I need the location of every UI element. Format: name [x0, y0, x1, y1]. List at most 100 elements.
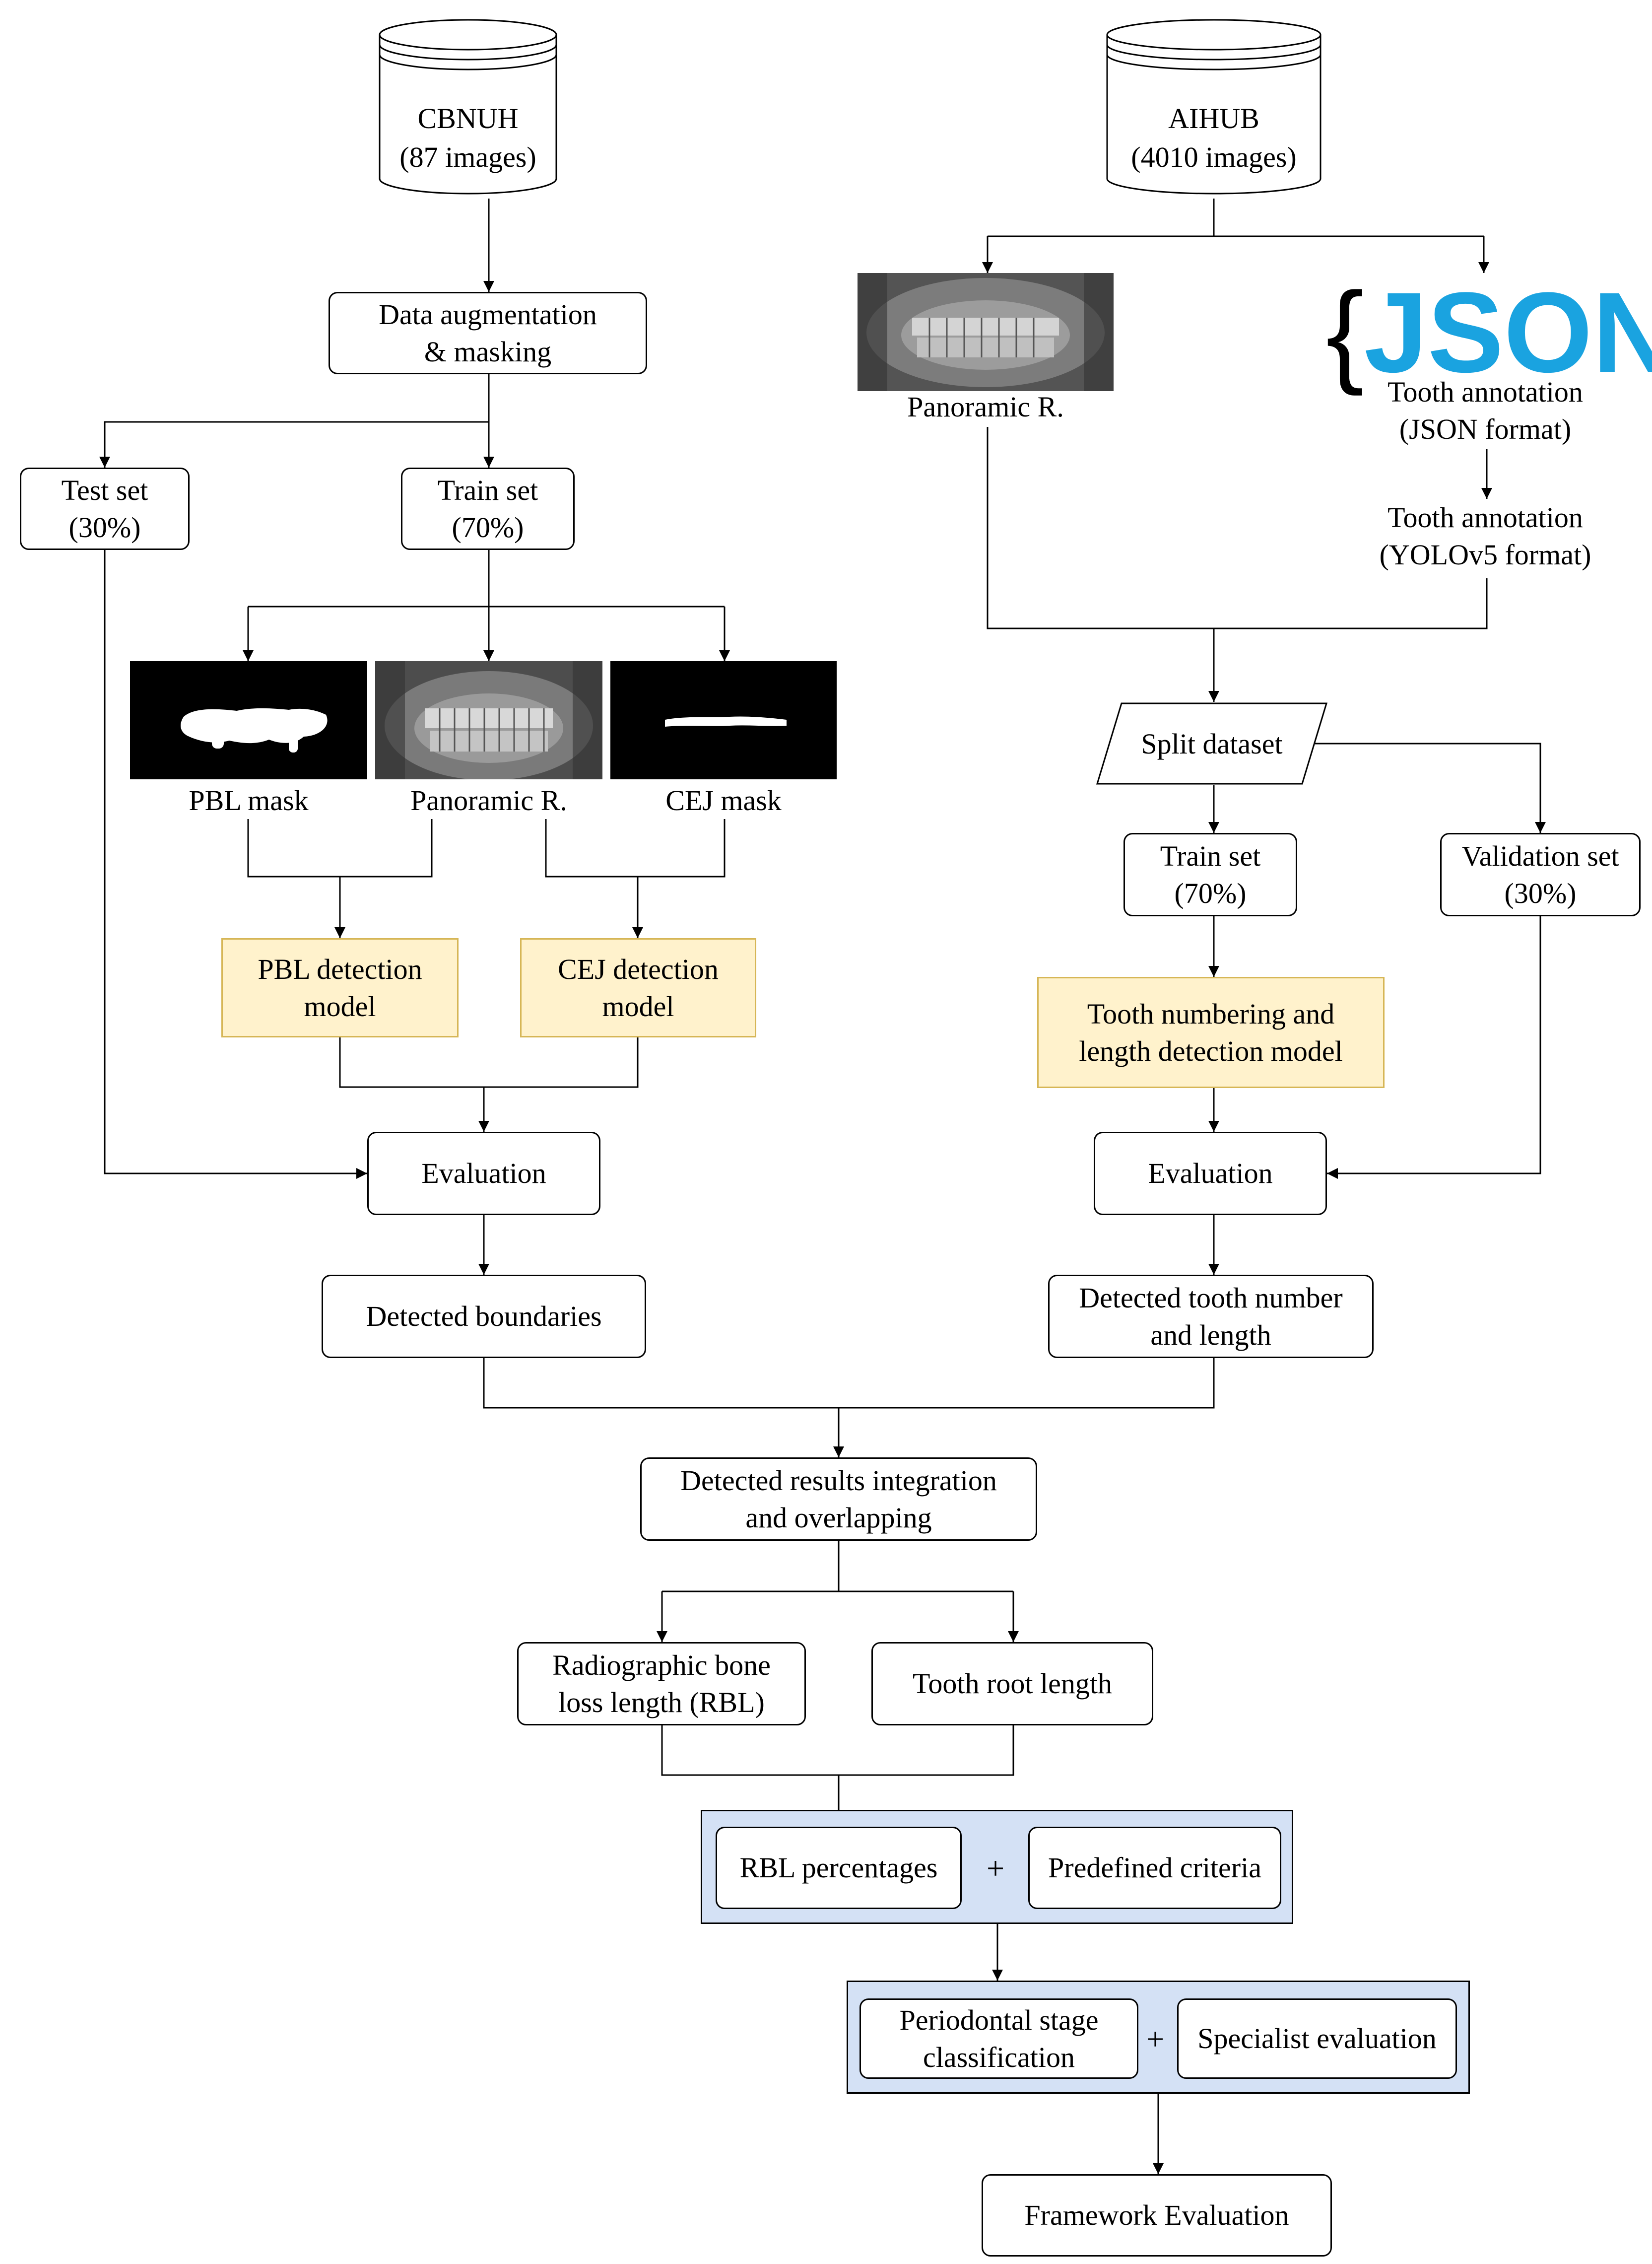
tooth-json-line2: (JSON format): [1399, 413, 1572, 446]
aihub-label: AIHUB (4010 images): [1106, 99, 1322, 177]
cbnuh-label: CBNUH (87 images): [378, 99, 558, 177]
panoramic-xray-icon: [375, 661, 602, 779]
connector-line: [987, 427, 1488, 629]
tooth-annotation-yolo-label: Tooth annotation (YOLOv5 format): [1340, 499, 1631, 574]
aihub-database: AIHUB (4010 images): [1106, 15, 1322, 199]
arrowhead-icon: [1208, 966, 1219, 977]
integration-line2: and overlapping: [745, 1502, 932, 1534]
arrowhead-icon: [483, 457, 494, 468]
panoramic-radiograph-right: [858, 273, 1114, 391]
arrowhead-icon: [632, 927, 643, 938]
connector-line: [1327, 916, 1541, 1174]
cej-model-line2: model: [602, 990, 674, 1023]
tooth-model-line2: length detection model: [1079, 1035, 1343, 1067]
rbl-line1: Radiographic bone: [552, 1648, 771, 1681]
tooth-yolo-line1: Tooth annotation: [1388, 501, 1583, 534]
database-cylinder-icon: [1106, 19, 1322, 195]
arrowhead-icon: [334, 927, 345, 938]
data-augmentation-box: Data augmentation & masking: [329, 292, 647, 374]
tooth-model-line1: Tooth numbering and: [1087, 997, 1335, 1030]
augment-line2: & masking: [424, 336, 552, 368]
results-integration-box: Detected results integration and overlapp…: [640, 1457, 1037, 1541]
connector-line: [339, 1037, 639, 1088]
db-count: (87 images): [399, 141, 536, 174]
arrowhead-icon: [1208, 822, 1219, 833]
tooth-detection-model-box: Tooth numbering and length detection mode…: [1037, 977, 1385, 1088]
pbl-model-line2: model: [304, 990, 376, 1023]
pbl-mask-label: PBL mask: [189, 784, 309, 817]
detected-line1: Detected tooth number: [1079, 1281, 1343, 1314]
connector-line: [661, 1725, 1014, 1776]
right-evaluation-box: Evaluation: [1094, 1132, 1327, 1215]
panoramic-xray-icon: [858, 273, 1114, 391]
test-set-box: Test set(30%): [20, 468, 190, 550]
arrowhead-icon: [1478, 262, 1489, 273]
rbl-percentages-box: RBL percentages: [716, 1827, 962, 1909]
predefined-criteria-box: Predefined criteria: [1028, 1827, 1281, 1909]
tooth-root-length-box: Tooth root length: [871, 1642, 1153, 1725]
validation-line2: (30%): [1504, 877, 1577, 909]
tooth-annotation-json-label: Tooth annotation (JSON format): [1340, 373, 1631, 448]
pbl-detection-model-box: PBL detection model: [221, 938, 459, 1037]
arrowhead-icon: [483, 281, 494, 292]
left-evaluation-label: Evaluation: [421, 1157, 546, 1190]
connector-line: [104, 550, 367, 1174]
root-label: Tooth root length: [913, 1667, 1112, 1700]
cbnuh-database: CBNUH (87 images): [378, 15, 558, 199]
connector-line: [247, 819, 433, 878]
arrowhead-icon: [1008, 1631, 1019, 1642]
arrowhead-icon: [1327, 1168, 1338, 1179]
database-cylinder-icon: [379, 19, 557, 195]
db-count: (4010 images): [1131, 141, 1297, 174]
arrowhead-icon: [992, 1970, 1003, 1981]
plus-sign: +: [1146, 2021, 1165, 2057]
arrowhead-icon: [483, 650, 494, 661]
detected-tooth-number-box: Detected tooth number and length: [1048, 1275, 1374, 1358]
connector-line: [483, 1358, 1215, 1409]
integration-line1: Detected results integration: [680, 1464, 997, 1497]
specialist-label: Specialist evaluation: [1197, 2022, 1437, 2055]
specialist-evaluation-box: Specialist evaluation: [1177, 1998, 1457, 2079]
arrowhead-icon: [1208, 1264, 1219, 1275]
validation-set-box: Validation set (30%): [1440, 833, 1641, 916]
pbl-model-line1: PBL detection: [258, 953, 422, 985]
right-train-line2: (70%): [1174, 877, 1247, 909]
framework-label: Framework Evaluation: [1024, 2199, 1289, 2232]
arrowhead-icon: [982, 262, 993, 273]
tooth-json-line1: Tooth annotation: [1388, 376, 1583, 408]
arrowhead-icon: [478, 1121, 489, 1132]
cej-mask-image: [610, 661, 837, 779]
train-line2: (70%): [452, 511, 524, 544]
arrowhead-icon: [99, 457, 110, 468]
boundaries-label: Detected boundaries: [366, 1300, 602, 1333]
rbl-line2: loss length (RBL): [558, 1686, 765, 1718]
panoramic-left-label: Panoramic R.: [410, 784, 567, 817]
plus-sign: +: [987, 1851, 1005, 1886]
brace-left-icon: {: [1326, 269, 1364, 396]
arrowhead-icon: [833, 1446, 844, 1457]
arrowhead-icon: [243, 650, 254, 661]
tooth-yolo-line2: (YOLOv5 format): [1379, 539, 1591, 571]
arrowhead-icon: [356, 1168, 367, 1179]
arrowhead-icon: [1208, 691, 1219, 702]
validation-line1: Validation set: [1461, 839, 1619, 872]
pbl-mask-image: [130, 661, 367, 779]
detected-line2: and length: [1150, 1319, 1271, 1351]
panoramic-right-label: Panoramic R.: [907, 391, 1064, 423]
cej-mask-label: CEJ mask: [665, 784, 782, 817]
rbl-pct-label: RBL percentages: [739, 1852, 938, 1884]
db-name: AIHUB: [1168, 102, 1259, 135]
connector-line: [545, 819, 726, 878]
train-line1: Train set: [437, 474, 538, 506]
criteria-label: Predefined criteria: [1048, 1852, 1261, 1884]
split-dataset-label: Split dataset: [1141, 727, 1283, 760]
connector-line: [1315, 743, 1541, 833]
left-evaluation-box: Evaluation: [367, 1132, 600, 1215]
arrowhead-icon: [1208, 1121, 1219, 1132]
arrowhead-icon: [1481, 488, 1492, 499]
augment-line1: Data augmentation: [379, 298, 597, 331]
test-line2: (30%): [68, 511, 141, 544]
